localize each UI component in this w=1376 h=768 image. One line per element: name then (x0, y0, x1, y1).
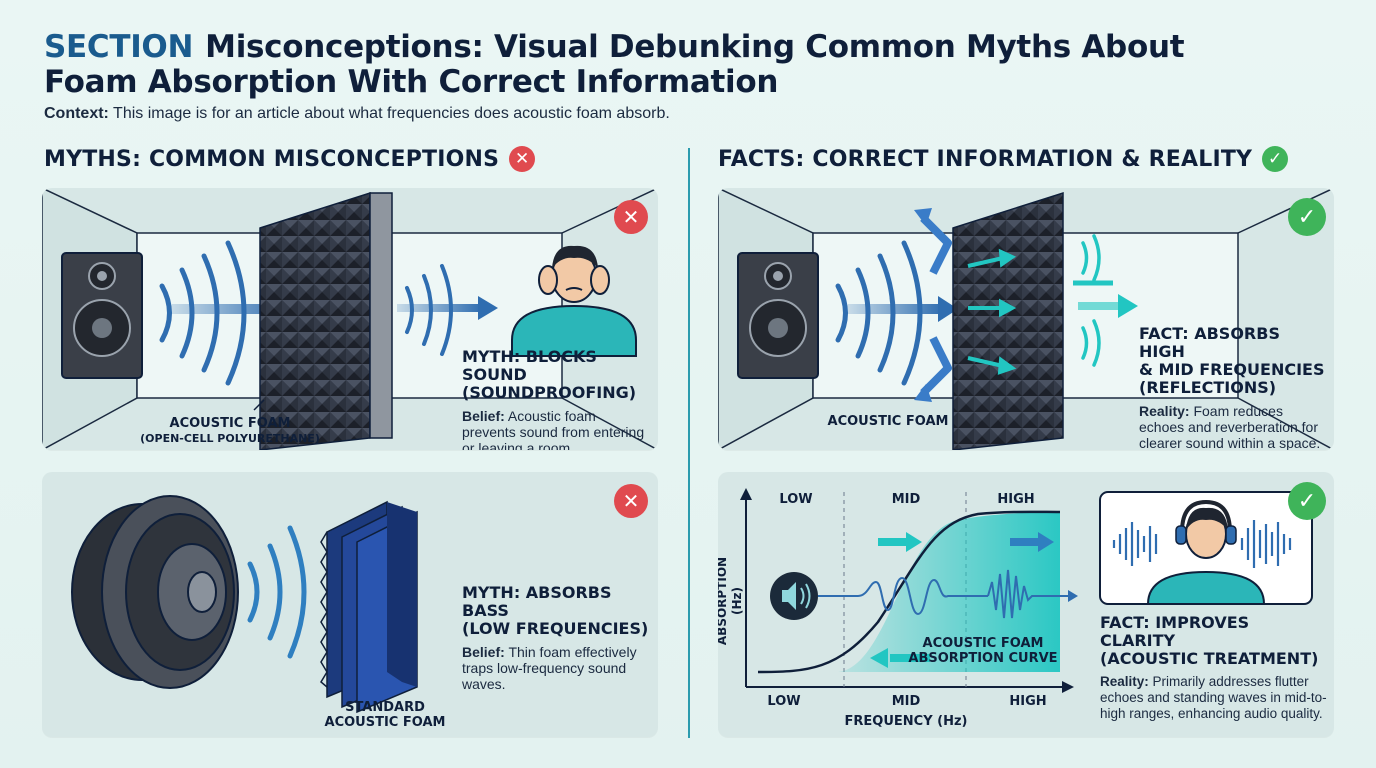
myth1-body-label: Belief: (462, 408, 505, 424)
facts-heading: FACTS: CORRECT INFORMATION & REALITY ✓ (718, 146, 1289, 172)
fact1-title-line2: & MID FREQUENCIES (1139, 360, 1325, 379)
standard-foam-label-line1: STANDARD (345, 700, 425, 715)
band-top-low: LOW (779, 492, 813, 507)
speaker-icon (61, 252, 143, 379)
reduced-reflection-waves (1081, 234, 1101, 367)
fact1-body-text: Foam reduces echoes and reverberation fo… (1139, 403, 1321, 450)
myth2-text: MYTH: ABSORBS BASS (LOW FREQUENCIES) Bel… (462, 583, 652, 693)
context-label: Context: (44, 105, 109, 122)
myth2-title-line1: MYTH: ABSORBS BASS (462, 583, 612, 620)
fact1-text: FACT: ABSORBS HIGH & MID FREQUENCIES (RE… (1139, 324, 1329, 451)
x-icon: ✕ (614, 200, 648, 234)
facts-heading-text: FACTS: CORRECT INFORMATION & REALITY (718, 146, 1253, 172)
title-text: Misconceptions: Visual Debunking Common … (44, 29, 1185, 100)
bass-waves (247, 525, 307, 659)
speaker-icon (737, 252, 819, 379)
myth-panel-bass: ✕ STANDARD ACOUSTIC FOAM MYTH: ABSORBS B… (42, 472, 658, 737)
x-axis-label: FREQUENCY (Hz) (844, 714, 968, 729)
myth1-body-text: Acoustic foam prevents sound from enteri… (462, 408, 645, 450)
check-icon: ✓ (1288, 198, 1326, 236)
absorption-curve (757, 510, 1061, 674)
fact1-illustration (718, 188, 1334, 450)
check-icon: ✓ (1262, 146, 1289, 172)
fact1-title-line3: (REFLECTIONS) (1139, 378, 1277, 397)
band-bottom-high: HIGH (1009, 694, 1047, 709)
column-divider (688, 148, 690, 738)
x-icon: ✕ (509, 146, 536, 172)
fact-panel-clarity: ✓ LOW MID HIGH LOW MID HIGH FREQUENCY (H… (718, 472, 1334, 737)
foam-label-text: ACOUSTIC FOAM (169, 416, 291, 431)
curve-label: ACOUSTIC FOAM ABSORPTION CURVE (908, 636, 1058, 666)
myth1-body: Belief: Acoustic foam prevents sound fro… (462, 408, 652, 450)
fact2-body-label: Reality: (1100, 674, 1149, 689)
standard-foam-label: STANDARD ACOUSTIC FOAM (310, 700, 460, 730)
band-top-mid: MID (891, 492, 921, 507)
myths-heading-text: MYTHS: COMMON MISCONCEPTIONS (44, 146, 500, 172)
acoustic-foam-panel (952, 191, 1064, 450)
context-text: This image is for an article about what … (113, 105, 670, 122)
myth2-illustration (71, 495, 418, 714)
section-label: SECTION (44, 29, 194, 65)
context-line: Context: This image is for an article ab… (44, 105, 670, 123)
fact1-title-line1: FACT: ABSORBS HIGH (1139, 324, 1280, 361)
myths-heading: MYTHS: COMMON MISCONCEPTIONS ✕ (44, 146, 536, 172)
x-icon: ✕ (614, 484, 648, 518)
fact2-text: FACT: IMPROVES CLARITY (ACOUSTIC TREATME… (1100, 614, 1328, 722)
foam-label: ACOUSTIC FOAM (827, 414, 949, 429)
myth1-title-line1: MYTH: BLOCKS SOUND (462, 347, 597, 384)
absorption-chart (740, 488, 1313, 693)
curve-label-line2: ABSORPTION CURVE (908, 651, 1058, 666)
foam-sublabel-text: (OPEN-CELL POLYURETHANE) (140, 432, 320, 445)
fact2-title-line1: FACT: IMPROVES CLARITY (1100, 613, 1250, 650)
standard-foam-block (320, 500, 418, 714)
fact1-body: Reality: Foam reduces echoes and reverbe… (1139, 403, 1329, 450)
myth2-body-label: Belief: (462, 644, 505, 660)
foam-label: ACOUSTIC FOAM (OPEN-CELL POLYURETHANE) (140, 416, 320, 446)
myth1-text: MYTH: BLOCKS SOUND (SOUNDPROOFING) Belie… (462, 347, 652, 451)
myth-panel-soundproofing: ✕ ACOUSTIC FOAM (OPEN-CELL POLYURETHANE)… (42, 188, 658, 450)
check-icon: ✓ (1288, 482, 1326, 520)
fact-panel-reflections: ✓ ACOUSTIC FOAM FACT: ABSORBS HIGH & MID… (718, 188, 1334, 450)
myth1-title-line2: (SOUNDPROOFING) (462, 383, 637, 402)
curve-label-line1: ACOUSTIC FOAM (922, 636, 1044, 651)
myth2-title-line2: (LOW FREQUENCIES) (462, 619, 649, 638)
band-bottom-mid: MID (891, 694, 921, 709)
fact2-body: Reality: Primarily addresses flutter ech… (1100, 674, 1328, 722)
clear-audio-waveform (1112, 520, 1292, 568)
y-axis-label: ABSORPTION (Hz) (718, 556, 744, 646)
person-headphones-icon (1146, 499, 1266, 605)
woofer-speaker-icon (71, 495, 239, 689)
standard-foam-label-line2: ACOUSTIC FOAM (324, 715, 446, 730)
fact2-body-text: Primarily addresses flutter echoes and s… (1100, 674, 1327, 721)
myth1-illustration (42, 188, 658, 450)
band-top-high: HIGH (997, 492, 1035, 507)
sound-speaker-icon (770, 572, 818, 620)
myth2-body-text: Thin foam effectively traps low-frequenc… (462, 644, 637, 692)
band-bottom-low: LOW (767, 694, 801, 709)
acoustic-foam-panel (259, 191, 371, 450)
fact1-body-label: Reality: (1139, 403, 1190, 419)
person-covering-ears-icon (511, 245, 637, 357)
fact2-title-line2: (ACOUSTIC TREATMENT) (1100, 649, 1319, 668)
myth2-body: Belief: Thin foam effectively traps low-… (462, 644, 652, 692)
